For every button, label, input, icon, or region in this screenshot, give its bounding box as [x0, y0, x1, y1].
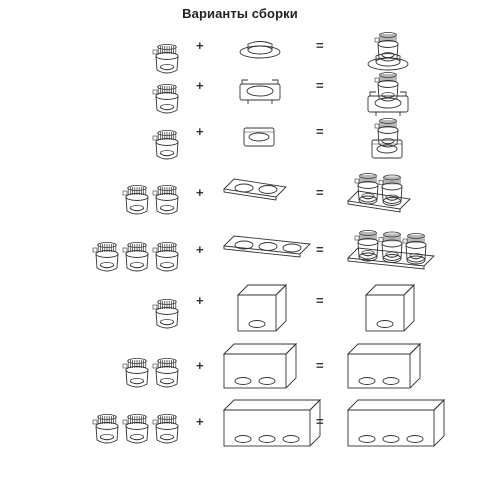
- plus-sign: +: [196, 78, 204, 93]
- downlight-module-group: [92, 414, 179, 444]
- plus-sign: +: [196, 38, 204, 53]
- equals-sign: =: [316, 38, 324, 53]
- equals-sign: =: [316, 185, 324, 200]
- assembled-result: [367, 72, 409, 116]
- mounting-frame: [222, 342, 298, 389]
- equals-sign: =: [316, 78, 324, 93]
- downlight-module-group: [122, 358, 179, 388]
- assembled-result: [346, 398, 446, 447]
- plus-sign: +: [196, 414, 204, 429]
- mounting-frame: [222, 398, 322, 447]
- downlight-module-group: [122, 185, 179, 215]
- mounting-frame: [239, 41, 281, 59]
- plus-sign: +: [196, 124, 204, 139]
- assembled-result: [346, 342, 422, 389]
- downlight-module-group: [152, 130, 179, 160]
- downlight-module-group: [152, 299, 179, 329]
- assembled-result: [364, 283, 416, 332]
- page-title: Варианты сборки: [182, 6, 298, 21]
- equals-sign: =: [316, 414, 324, 429]
- mounting-frame: [223, 235, 311, 258]
- plus-sign: +: [196, 185, 204, 200]
- downlight-module-group: [92, 242, 179, 272]
- mounting-frame: [243, 127, 275, 147]
- equals-sign: =: [316, 124, 324, 139]
- equals-sign: =: [316, 293, 324, 308]
- downlight-module-group: [152, 44, 179, 74]
- equals-sign: =: [316, 242, 324, 257]
- assembled-result: [347, 173, 411, 213]
- assembled-result: [367, 32, 409, 71]
- mounting-frame: [239, 79, 281, 104]
- plus-sign: +: [196, 242, 204, 257]
- assembled-result: [347, 230, 435, 270]
- mounting-frame: [223, 178, 287, 201]
- assembled-result: [371, 118, 403, 159]
- mounting-frame: [236, 283, 288, 332]
- plus-sign: +: [196, 293, 204, 308]
- downlight-module-group: [152, 84, 179, 114]
- equals-sign: =: [316, 358, 324, 373]
- plus-sign: +: [196, 358, 204, 373]
